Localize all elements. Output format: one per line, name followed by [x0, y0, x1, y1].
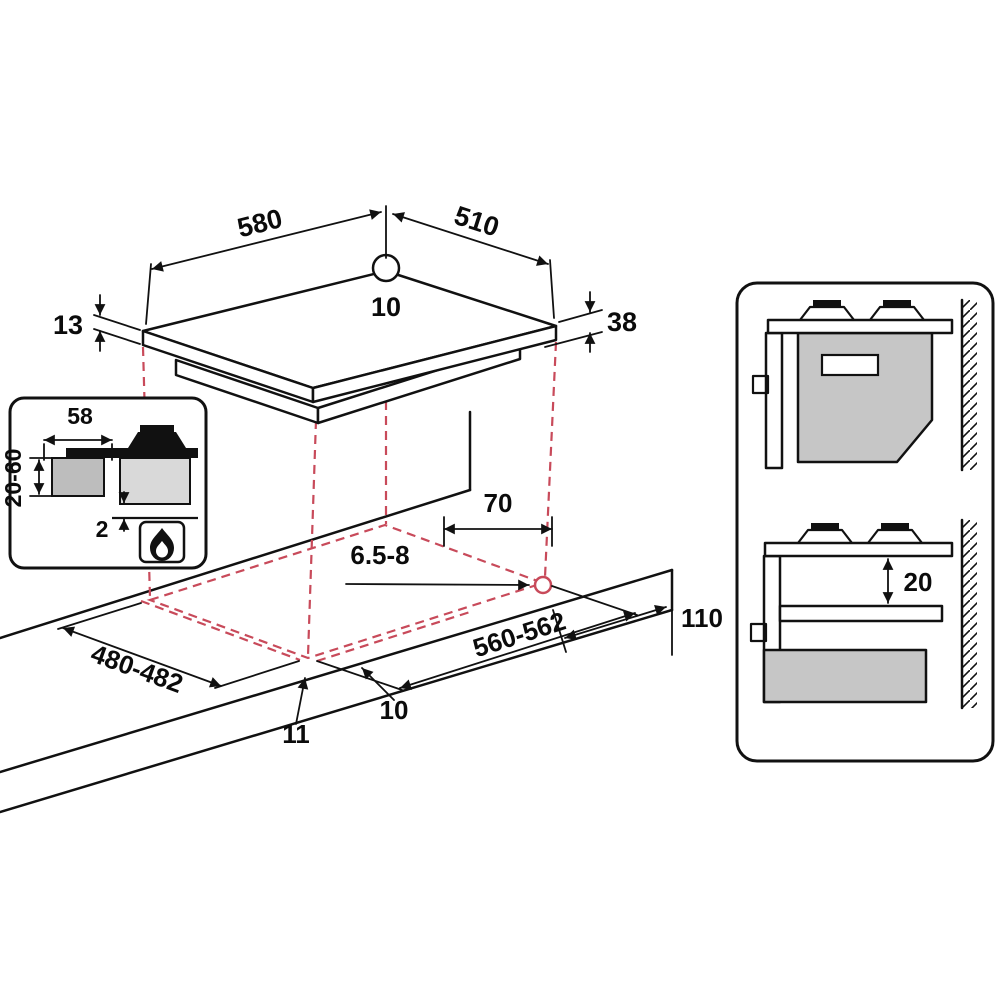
box-vent-detail [820, 353, 880, 377]
worktop-section-block [51, 457, 105, 497]
dim-label-cutout-width: 560-562 [469, 606, 569, 664]
dim-label-front-offset: 10 [380, 695, 409, 725]
cabinet-side-panel [764, 331, 784, 470]
burner-box-side [796, 331, 934, 464]
drill-hole-circle-icon [533, 575, 553, 595]
dim-label-rear-clearance: 70 [484, 488, 513, 518]
wall-hatch-bottom [962, 520, 977, 708]
dim-label-side-offset: 11 [282, 719, 310, 749]
projection-line-front [306, 419, 318, 657]
dim-label-worktop-thickness: 20-60 [0, 449, 26, 508]
dim-label-overall-height: 38 [607, 307, 637, 337]
section-detail-inset: 58 20-60 2 [0, 396, 208, 570]
dim-front-offset: 10 [361, 667, 409, 725]
side-view-shelf: 20 [749, 518, 977, 710]
cabinet-bracket [751, 374, 770, 395]
burner-box-section [119, 457, 191, 505]
drawer-box [762, 648, 928, 704]
dim-label-side-clearance: 110 [681, 603, 723, 633]
hob-footprint-front-edge [316, 610, 471, 663]
dim-label-clearance: 2 [96, 516, 109, 542]
dim-label-glass-thickness: 13 [53, 310, 83, 340]
side-view-panel: 20 [735, 281, 995, 763]
dim-cutout-depth: 480-482 [57, 602, 300, 699]
burner-cap-4 [881, 523, 909, 530]
dim-label-cutout-depth: 480-482 [87, 638, 187, 699]
dim-overall-height: 38 [544, 291, 637, 353]
gas-flame-icon [138, 520, 186, 564]
fixing-hole-callout: 6.5-8 [345, 540, 553, 595]
hob-isometric-view: 10 [141, 253, 558, 425]
dim-label-fixing-hole: 6.5-8 [350, 540, 409, 570]
hob-footprint-left-edge [140, 599, 301, 662]
dim-side-clearance: 110 [552, 603, 723, 653]
glass-section [66, 448, 198, 458]
burner-cap-1 [813, 300, 841, 307]
dim-rear-clearance: 70 [443, 488, 553, 547]
dim-side-offset: 11 [282, 677, 310, 749]
cabinet-bracket-2 [749, 622, 768, 643]
hob-glass-side-2 [763, 541, 954, 558]
dim-cutout-width: 560-562 [316, 585, 638, 691]
hob-glass-side [766, 318, 954, 335]
side-view-cabinet [751, 298, 977, 472]
hob-rim-right [311, 324, 558, 404]
dim-label-burner-box-width: 58 [67, 403, 93, 429]
shelf [778, 604, 944, 623]
wall-hatch-top [962, 300, 977, 470]
dim-label-hole-diameter: 10 [371, 292, 401, 322]
burner-cap-3 [811, 523, 839, 530]
burner-section [128, 432, 186, 448]
burner-cap-2 [883, 300, 911, 307]
dim-label-shelf-clearance: 20 [904, 567, 933, 597]
dim-glass-thickness: 13 [53, 294, 141, 352]
dim-label-hob-depth: 510 [451, 200, 503, 242]
projection-line-right [543, 341, 558, 578]
burner-cap-section [140, 425, 174, 432]
